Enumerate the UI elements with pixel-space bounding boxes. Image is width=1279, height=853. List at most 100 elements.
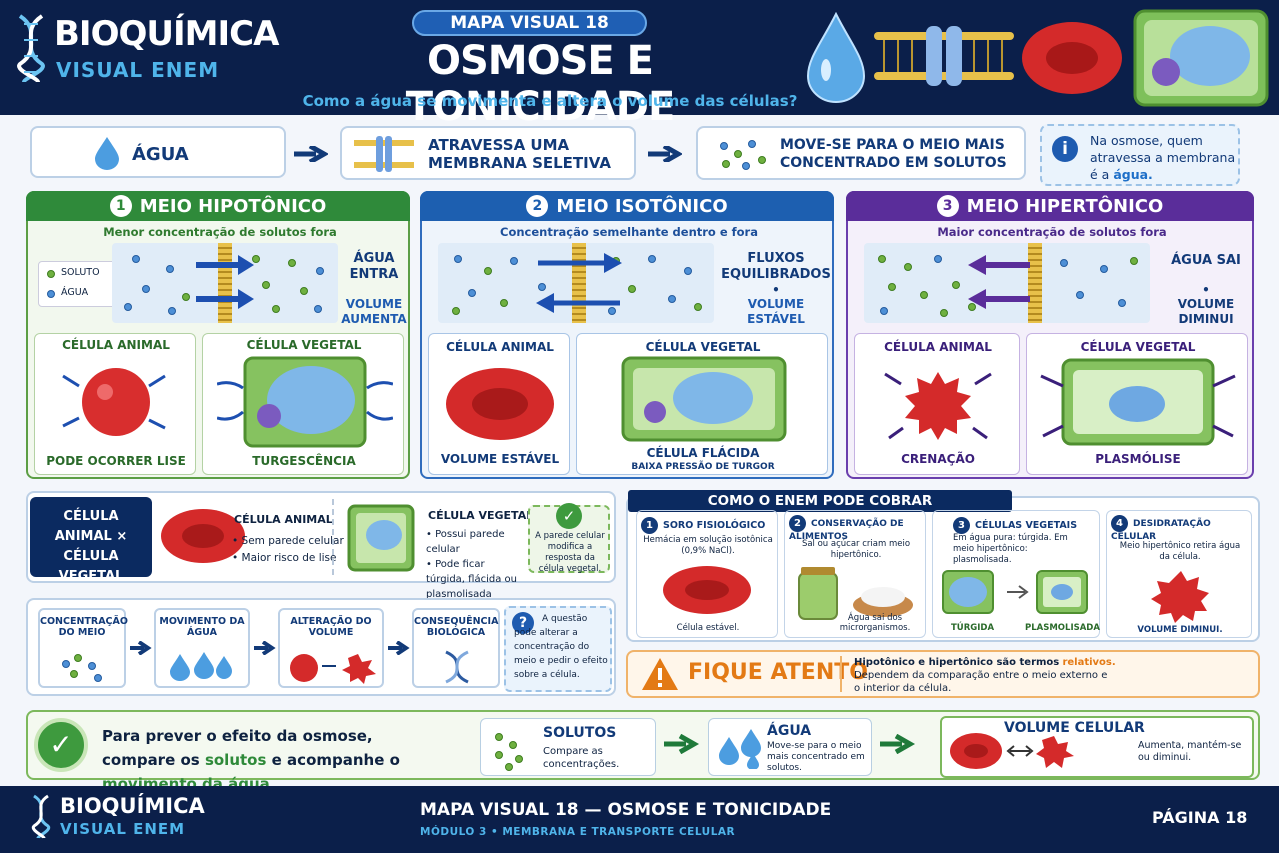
flaccid-plant-cell-icon	[621, 356, 787, 442]
water-drop-icon	[95, 137, 119, 170]
isotonic-animal-result: VOLUME ESTÁVEL	[440, 452, 560, 466]
swollen-cell-icon	[62, 368, 166, 436]
isotonic-plant-label: CÉLULA VEGETAL	[645, 340, 761, 354]
isotonic-plant-result: CÉLULA FLÁCIDA	[646, 446, 760, 460]
summary-arrow	[880, 733, 916, 758]
water-drops-icon	[170, 652, 232, 681]
water-drop-icon	[806, 11, 866, 104]
isotonic-stable: VOLUME ESTÁVEL	[747, 297, 805, 326]
chain-step-2: MOVIMENTO DA ÁGUA	[154, 608, 250, 688]
membrane-icon	[354, 136, 414, 172]
info-note-highlight: água.	[1113, 167, 1153, 182]
hypertonic-plant-box: CÉLULA VEGETAL PLASMÓLISE	[1026, 333, 1248, 475]
volume-change-icon	[950, 733, 1074, 769]
enem-item-caption: TÚRGIDA	[951, 623, 995, 633]
page-title: OSMOSE E TONICIDADE	[405, 38, 676, 130]
isotonic-number: 2	[526, 195, 549, 217]
hypertonic-water-out: ÁGUA SAI	[1171, 253, 1241, 268]
hypertonic-header: 3 MEIO HIPERTÔNICO	[846, 191, 1254, 221]
question-icon: ?	[512, 612, 534, 634]
hypertonic-volume-down: VOLUME DIMINUI	[1177, 297, 1235, 326]
footer-page: PÁGINA 18	[1152, 808, 1248, 827]
isotonic-plant-box: CÉLULA VEGETAL CÉLULA FLÁCIDA BAIXA PRES…	[576, 333, 828, 475]
footer	[0, 786, 1279, 853]
hypotonic-desc: Menor concentração de solutos fora	[103, 225, 337, 239]
enem-item-text: Sal ou açúcar criam meio hipertônico.	[801, 539, 911, 560]
enem-item-text: Meio hipertônico retira água da célula.	[1119, 541, 1241, 562]
hypotonic-animal-result: PODE OCORRER LISE	[46, 454, 186, 468]
chain-step-4: CONSEQUÊNCIA BIOLÓGICA	[412, 608, 500, 688]
isotonic-animal-label: CÉLULA ANIMAL	[446, 340, 554, 354]
plant-cell-icon	[347, 504, 415, 572]
attention-text1: Hipotônico e hipertônico são termos	[854, 657, 1060, 668]
hypertonic-panel: 3 MEIO HIPERTÔNICO Maior concentração de…	[846, 191, 1254, 479]
isotonic-animal-box: CÉLULA ANIMAL VOLUME ESTÁVEL	[428, 333, 570, 475]
attention-title: FIQUE ATENTO	[688, 660, 868, 685]
summary-water-text: Move-se para o meio mais concentrado em …	[767, 741, 865, 773]
hypotonic-number: 1	[109, 195, 132, 217]
attention-text2: Dependem da comparação entre o meio exte…	[854, 670, 1108, 694]
hypertonic-plant-result: PLASMÓLISE	[1095, 452, 1181, 466]
red-blood-cell-icon	[161, 509, 245, 563]
summary-volume-title: VOLUME CELULAR	[1004, 720, 1145, 736]
flow-arrow-1	[294, 143, 330, 165]
summary-water-box: ÁGUA Move-se para o meio mais concentrad…	[708, 718, 872, 776]
comparison-plant-item: • Pode ficar túrgida, flácida ou plasmol…	[426, 559, 517, 600]
enem-item-title: CÉLULAS VEGETAIS	[975, 520, 1078, 531]
hypotonic-legend: SOLUTO ÁGUA	[38, 261, 118, 307]
preserved-food-icon	[798, 567, 913, 620]
chain-card: CONCENTRAÇÃO DO MEIO MOVIMENTO DA ÁGUA A…	[26, 598, 616, 696]
crenated-cell-icon	[1151, 571, 1209, 623]
isotonic-header: 2 MEIO ISOTÔNICO	[420, 191, 834, 221]
flow-arrow-2	[648, 143, 684, 165]
summary-solutes-title: SOLUTOS	[543, 725, 617, 741]
footer-brand-line2: VISUAL ENEM	[60, 820, 186, 838]
info-icon: i	[1052, 136, 1078, 162]
map-badge: MAPA VISUAL 18	[412, 10, 647, 36]
chain-step-3: ALTERAÇÃO DO VOLUME	[278, 608, 384, 688]
dna-icon	[30, 794, 52, 840]
summary-water-title: ÁGUA	[767, 723, 812, 739]
hypertonic-animal-box: CÉLULA ANIMAL CRENAÇÃO	[854, 333, 1020, 475]
comparison-animal-item: • Maior risco de lise	[232, 552, 337, 564]
enem-title: COMO O ENEM PODE COBRAR	[628, 490, 1012, 512]
isotonic-desc: Concentração semelhante dentro e fora	[500, 225, 758, 239]
flow-water-label: ÁGUA	[132, 144, 189, 165]
chain-arrow	[254, 640, 276, 659]
isotonic-bullet: •	[772, 283, 780, 297]
chain-arrow	[130, 640, 152, 659]
flow-crosses-label: ATRAVESSA UMA MEMBRANA SELETIVA	[428, 136, 611, 172]
check-icon: ✓	[556, 503, 582, 529]
summary-volume-box: VOLUME CELULAR Aumenta, mantém-se ou dim…	[940, 716, 1254, 778]
comparison-note: ✓ A parede celular modifica a resposta d…	[528, 503, 610, 574]
comparison-plant-title: CÉLULA VEGETAL	[428, 509, 534, 522]
chain-step-1: CONCENTRAÇÃO DO MEIO	[38, 608, 128, 688]
move-flow-card: MOVE-SE PARA O MEIO MAIS CONCENTRADO EM …	[696, 126, 1026, 180]
enem-item-text: Em água pura: túrgida. Em meio hipertôni…	[953, 533, 1068, 565]
hypotonic-volume-up: VOLUME AUMENTA	[341, 297, 407, 326]
membrane-flow-card: ATRAVESSA UMA MEMBRANA SELETIVA	[340, 126, 636, 180]
enem-item-text: Hemácia em solução isotônica (0,9% NaCl)…	[643, 535, 773, 556]
hypotonic-header: 1 MEIO HIPOTÔNICO	[26, 191, 410, 221]
hypotonic-animal-box: CÉLULA ANIMAL PODE OCORRER LISE	[34, 333, 196, 475]
hypotonic-water-in: ÁGUA ENTRA	[349, 251, 399, 282]
info-note: i Na osmose, quem atravessa a membrana é…	[1040, 124, 1240, 186]
info-note-text: Na osmose, quem atravessa a membrana é a	[1090, 133, 1236, 182]
hypertonic-title: MEIO HIPERTÔNICO	[966, 195, 1164, 217]
chain-note-text: A questão pode alterar a concentração do…	[514, 614, 608, 680]
summary-arrow	[664, 733, 700, 758]
page-subtitle: Como a água se movimenta e altera o volu…	[302, 92, 798, 110]
isotonic-plant-sub: BAIXA PRESSÃO DE TURGOR	[631, 462, 775, 472]
water-flow-card: ÁGUA	[30, 126, 286, 178]
hypertonic-desc: Maior concentração de solutos fora	[937, 225, 1167, 239]
hypertonic-plant-label: CÉLULA VEGETAL	[1080, 340, 1196, 354]
footer-module: MÓDULO 3 • MEMBRANA E TRANSPORTE CELULAR	[420, 826, 736, 838]
attention-card: FIQUE ATENTO Hipotônico e hipertônico sã…	[626, 650, 1260, 698]
attention-highlight: relativos.	[1062, 657, 1116, 668]
isotonic-diagram	[438, 243, 714, 323]
water-drops-icon	[719, 729, 761, 769]
summary-solutes-box: SOLUTOS Compare as concentrações.	[480, 718, 656, 776]
enem-item-caption: VOLUME DIMINUI.	[1137, 625, 1223, 635]
